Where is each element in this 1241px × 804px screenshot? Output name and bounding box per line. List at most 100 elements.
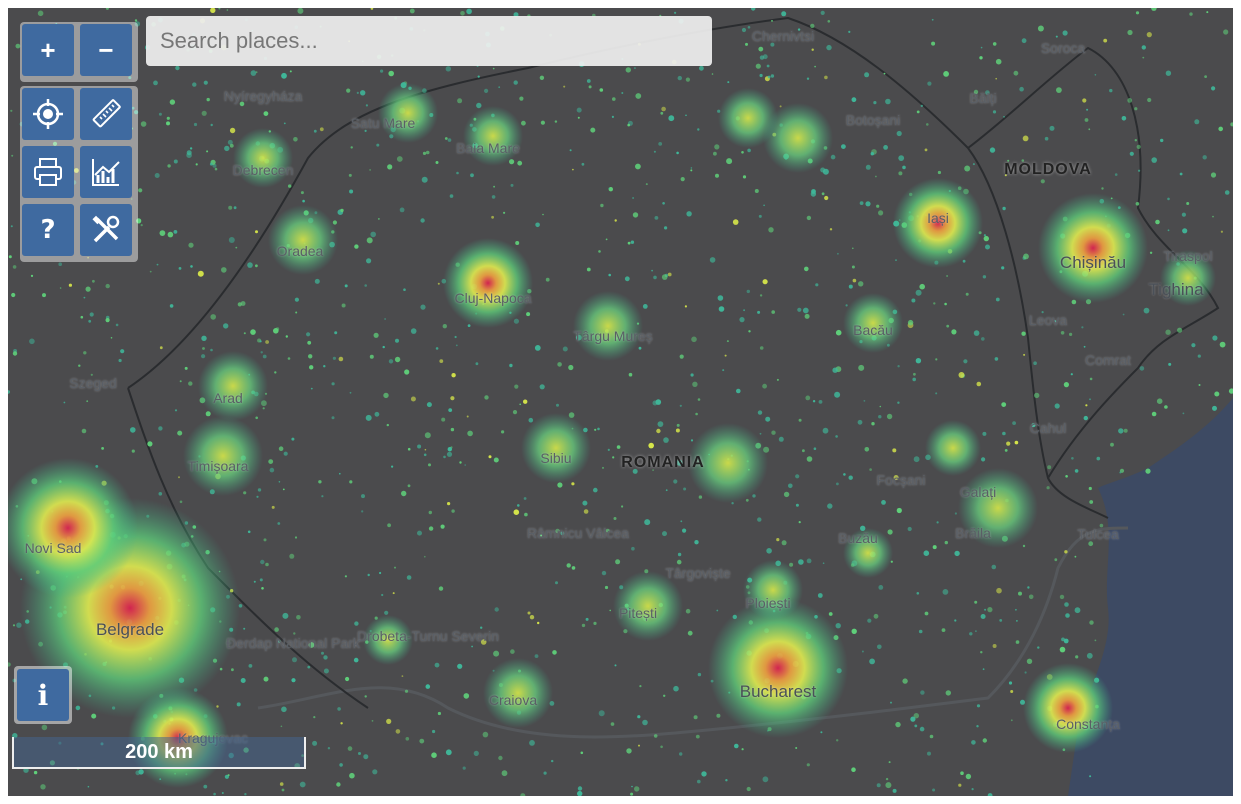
light-glow — [378, 83, 438, 143]
light-speckle — [1151, 8, 1157, 11]
light-speckle — [1220, 230, 1223, 233]
light-speckle — [309, 365, 314, 370]
zoom-out-button[interactable]: − — [80, 24, 132, 76]
light-speckle — [1001, 266, 1005, 270]
light-speckle — [625, 67, 631, 73]
light-speckle — [614, 219, 617, 222]
light-speckle — [337, 707, 341, 711]
light-speckle — [987, 607, 993, 613]
light-speckle — [973, 330, 980, 336]
light-speckle — [444, 137, 448, 140]
light-speckle — [583, 509, 589, 514]
light-speckle — [250, 329, 256, 335]
light-speckle — [346, 88, 351, 93]
light-speckle — [1121, 116, 1127, 121]
light-speckle — [1024, 671, 1027, 674]
light-speckle — [8, 390, 10, 394]
light-speckle — [1155, 219, 1160, 225]
light-speckle — [857, 419, 863, 425]
light-speckle — [87, 785, 90, 788]
light-speckle — [664, 226, 668, 230]
light-speckle — [763, 204, 765, 207]
light-speckle — [273, 328, 279, 334]
place-label: Târgu Mureș — [573, 328, 653, 344]
light-speckle — [348, 173, 352, 177]
measure-button[interactable] — [80, 88, 132, 140]
light-speckle — [985, 90, 990, 95]
light-speckle — [762, 776, 769, 783]
place-label: Târgoviște — [665, 565, 731, 581]
place-label: Sibiu — [540, 450, 572, 466]
light-speckle — [1118, 428, 1124, 434]
light-speckle — [467, 430, 473, 437]
light-speckle — [1021, 38, 1027, 44]
light-speckle — [1034, 392, 1040, 399]
light-speckle — [520, 793, 526, 796]
light-speckle — [628, 372, 633, 377]
light-speckle — [746, 289, 750, 294]
light-speckle — [210, 348, 213, 352]
locate-button[interactable] — [22, 88, 74, 140]
zoom-in-button[interactable]: + — [22, 24, 74, 76]
tools-button[interactable] — [80, 204, 132, 256]
light-speckle — [1018, 591, 1022, 596]
light-speckle — [569, 149, 572, 152]
light-speckle — [848, 475, 853, 480]
light-speckle — [757, 517, 762, 522]
light-speckle — [1002, 206, 1006, 211]
light-speckle — [776, 378, 779, 381]
light-speckle — [726, 158, 733, 165]
chart-button[interactable] — [80, 146, 132, 198]
info-button[interactable]: i — [17, 669, 69, 721]
light-speckle — [118, 358, 122, 363]
light-speckle — [512, 410, 518, 415]
light-speckle — [927, 751, 931, 756]
light-speckle — [331, 416, 335, 420]
light-speckle — [296, 615, 301, 620]
light-speckle — [824, 75, 828, 80]
light-speckle — [243, 627, 246, 630]
light-speckle — [1114, 173, 1118, 176]
light-speckle — [851, 265, 855, 269]
light-speckle — [513, 80, 518, 85]
light-speckle — [556, 403, 559, 407]
light-speckle — [1206, 11, 1209, 14]
light-speckle — [996, 587, 1002, 594]
light-speckle — [685, 114, 687, 117]
light-speckle — [382, 345, 385, 349]
place-label: Comrat — [1085, 352, 1131, 368]
light-speckle — [992, 110, 997, 114]
light-speckle — [1015, 640, 1020, 644]
print-button[interactable] — [22, 146, 74, 198]
light-speckle — [1179, 172, 1183, 176]
light-speckle — [875, 175, 877, 178]
light-speckle — [747, 148, 751, 153]
light-speckle — [851, 97, 857, 103]
light-speckle — [1074, 607, 1081, 614]
light-speckle — [713, 151, 717, 156]
light-speckle — [566, 563, 571, 568]
light-speckle — [41, 724, 48, 731]
light-speckle — [1007, 159, 1010, 162]
light-speckle — [878, 415, 882, 419]
light-speckle — [577, 790, 583, 796]
light-speckle — [1142, 56, 1145, 59]
light-speckle — [802, 307, 809, 314]
light-speckle — [188, 381, 193, 386]
light-speckle — [420, 218, 425, 223]
help-button[interactable]: ? — [22, 204, 74, 256]
light-speckle — [289, 70, 292, 73]
search-input[interactable] — [146, 16, 712, 66]
light-speckle — [451, 373, 456, 378]
light-speckle — [261, 587, 264, 590]
ruler-icon — [92, 99, 121, 128]
light-speckle — [837, 252, 839, 255]
light-speckle — [228, 205, 233, 210]
light-speckle — [1212, 215, 1214, 218]
light-speckle — [694, 540, 699, 545]
light-speckle — [576, 107, 582, 113]
light-speckle — [451, 509, 455, 513]
light-speckle — [134, 110, 139, 115]
light-speckle — [999, 619, 1003, 622]
